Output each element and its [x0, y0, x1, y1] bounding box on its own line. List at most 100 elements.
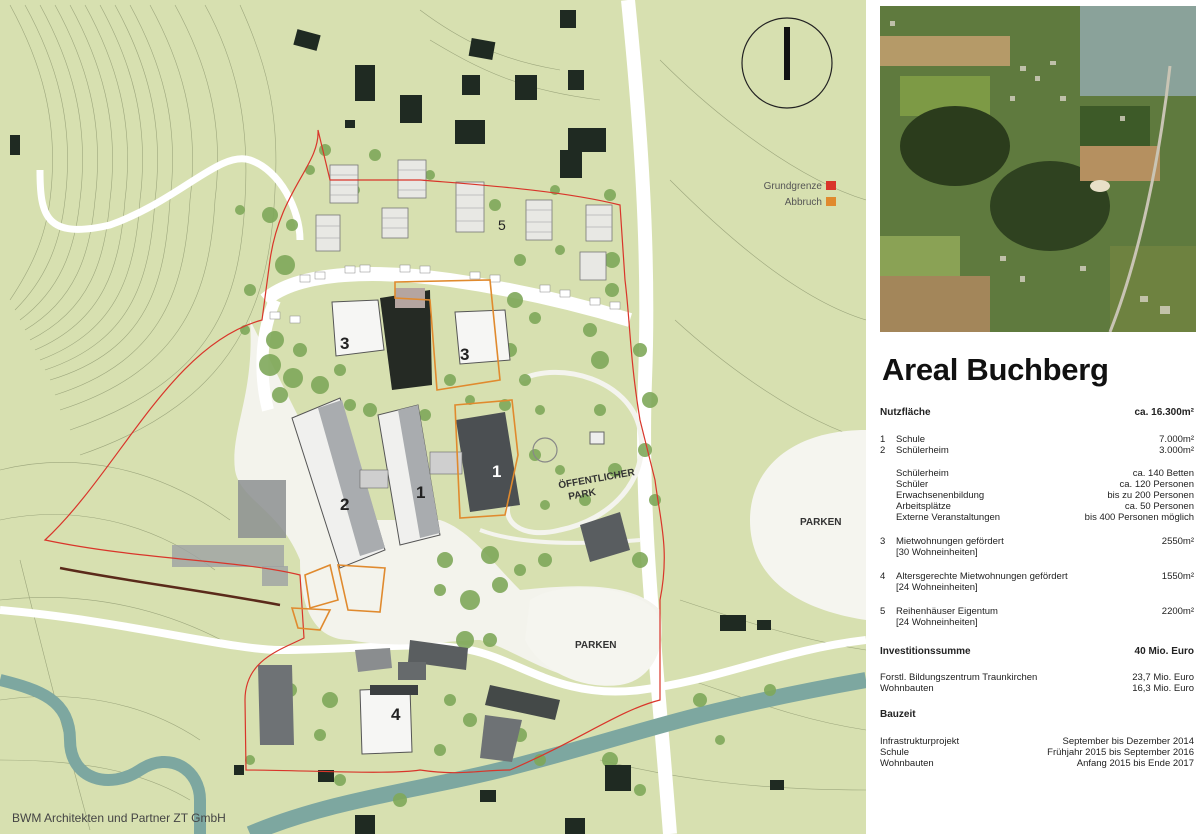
building-1-a-roof: [398, 405, 440, 538]
project-info-panel: Areal Buchberg Nutzfläche ca. 16.300m² 1…: [880, 340, 1196, 834]
map-legend: Grundgrenze Abbruch: [764, 181, 836, 208]
parking-stalls: [269, 264, 621, 324]
building-1-b: [456, 412, 520, 512]
building-3-roof: [395, 288, 425, 308]
bauzeit-label: Bauzeit: [880, 709, 916, 720]
invest-label: Forstl. Bildungszentrum Traunkirchen: [880, 672, 1038, 683]
item-label: Altersgerechte Mietwohnungen gefördert: [896, 571, 1068, 582]
bauzeit-item-value: Anfang 2015 bis Ende 2017: [1076, 758, 1194, 769]
bauzeit-item-label: Wohnbauten: [880, 758, 934, 769]
river-main: [246, 672, 866, 834]
detail-label: Externe Veranstaltungen: [896, 512, 1001, 523]
detail-value: ca. 50 Personen: [1124, 501, 1194, 512]
building-label-1-a: 1: [416, 483, 425, 502]
building-label-3-left: 3: [340, 334, 349, 353]
item-value: 3.000m²: [1159, 445, 1194, 456]
detail-value: bis 400 Personen möglich: [1084, 512, 1194, 523]
building-label-4: 4: [391, 705, 401, 724]
building-lower-1: [355, 648, 392, 672]
item-label: Schule: [896, 434, 926, 445]
building-label-1-b: 1: [492, 462, 501, 481]
item-number: 4: [880, 571, 886, 582]
project-title: Areal Buchberg: [882, 352, 1109, 387]
item-label: Schülerheim: [896, 445, 949, 456]
item-sub-label: [24 Wohneinheiten]: [896, 617, 978, 628]
item-value: 2550m²: [1161, 536, 1194, 547]
bauzeit-item-value: Frühjahr 2015 bis September 2016: [1047, 747, 1194, 758]
invest-value: 16,3 Mio. Euro: [1132, 683, 1194, 694]
invest-value: 23,7 Mio. Euro: [1132, 672, 1194, 683]
detail-value: ca. 140 Betten: [1132, 468, 1194, 479]
north-arrow: [741, 17, 833, 109]
park-label-line-2: PARK: [568, 487, 598, 503]
building-3-left: [331, 299, 385, 357]
parking-label-right: PARKEN: [800, 517, 841, 528]
detail-label: Schüler: [896, 479, 929, 490]
building-lower-3: [398, 662, 426, 680]
park-building: [580, 512, 630, 562]
park-path: [505, 369, 644, 536]
building-4-dark: [370, 685, 418, 695]
legend-label-grundgrenze: Grundgrenze: [764, 181, 823, 192]
park-kiosk: [589, 431, 605, 445]
item-number: 5: [880, 606, 886, 617]
bauzeit-item-value: September bis Dezember 2014: [1062, 736, 1195, 747]
item-label: Mietwohnungen gefördert: [896, 536, 1004, 547]
detail-label: Erwachsenenbildung: [896, 490, 985, 501]
trees: [235, 144, 776, 807]
invest-label: Wohnbauten: [880, 683, 934, 694]
solar-field: [238, 480, 286, 538]
park-pavilion: [532, 437, 558, 463]
connector-1: [359, 469, 389, 489]
item-label: Reihenhäuser Eigentum: [896, 606, 998, 617]
building-4: [359, 687, 413, 755]
architect-credit: BWM Architekten und Partner ZT GmbH: [12, 811, 226, 825]
building-lower-left: [258, 665, 294, 745]
property-boundary[interactable]: [43, 129, 665, 774]
row-houses: [315, 159, 613, 281]
item-sub-label: [24 Wohneinheiten]: [896, 582, 978, 593]
river: [0, 674, 206, 834]
parking-lower: [525, 587, 661, 686]
row-house-stripes: [316, 169, 612, 239]
ring-road-left: [256, 297, 281, 412]
item-number: 3: [880, 536, 886, 547]
contour-lines: [0, 4, 866, 831]
detail-value: bis zu 200 Personen: [1107, 490, 1194, 501]
legend-swatch-grundgrenze: [826, 181, 836, 190]
building-label-5: 5: [498, 217, 506, 233]
item-sub-label: [30 Wohneinheiten]: [896, 547, 978, 558]
bottom-road: [0, 606, 866, 696]
item-number: 1: [880, 434, 886, 445]
main-road: [621, 0, 677, 834]
railway: [59, 566, 281, 607]
parking-label-lower: PARKEN: [575, 640, 616, 651]
demolition-outlines: [290, 279, 519, 631]
detail-label: Arbeitsplätze: [896, 501, 951, 512]
site-plan-map[interactable]: Grundgrenze Abbruch 3 3 2 1 1 4 5 ÖFFENT…: [0, 0, 866, 834]
building-label-3-right: 3: [460, 345, 469, 364]
item-value: 1550m²: [1161, 571, 1194, 582]
detail-value: ca. 120 Personen: [1119, 479, 1194, 490]
legend-swatch-abbruch: [826, 197, 836, 206]
item-number: 2: [880, 445, 886, 456]
covered-structure: [485, 685, 560, 720]
aerial-photo: [880, 6, 1196, 332]
investition-value: 40 Mio. Euro: [1134, 646, 1194, 657]
nutzflaeche-label: Nutzfläche: [880, 407, 931, 418]
building-label-2: 2: [340, 495, 349, 514]
item-value: 2200m²: [1161, 606, 1194, 617]
detail-label: Schülerheim: [896, 468, 949, 479]
solar-field-2: [172, 545, 284, 567]
building-3-dark: [380, 290, 432, 390]
investition-label: Investitionssumme: [880, 646, 971, 657]
side-road-left: [36, 155, 304, 241]
legend-label-abbruch: Abbruch: [785, 197, 822, 208]
neighbouring-buildings: [10, 10, 784, 834]
item-value: 7.000m²: [1159, 434, 1194, 445]
building-lower-right: [480, 715, 522, 762]
bauzeit-item-label: Schule: [880, 747, 910, 758]
connector-2: [429, 451, 463, 475]
building-2-roof: [318, 400, 385, 556]
nutzflaeche-value: ca. 16.300m²: [1134, 407, 1195, 418]
